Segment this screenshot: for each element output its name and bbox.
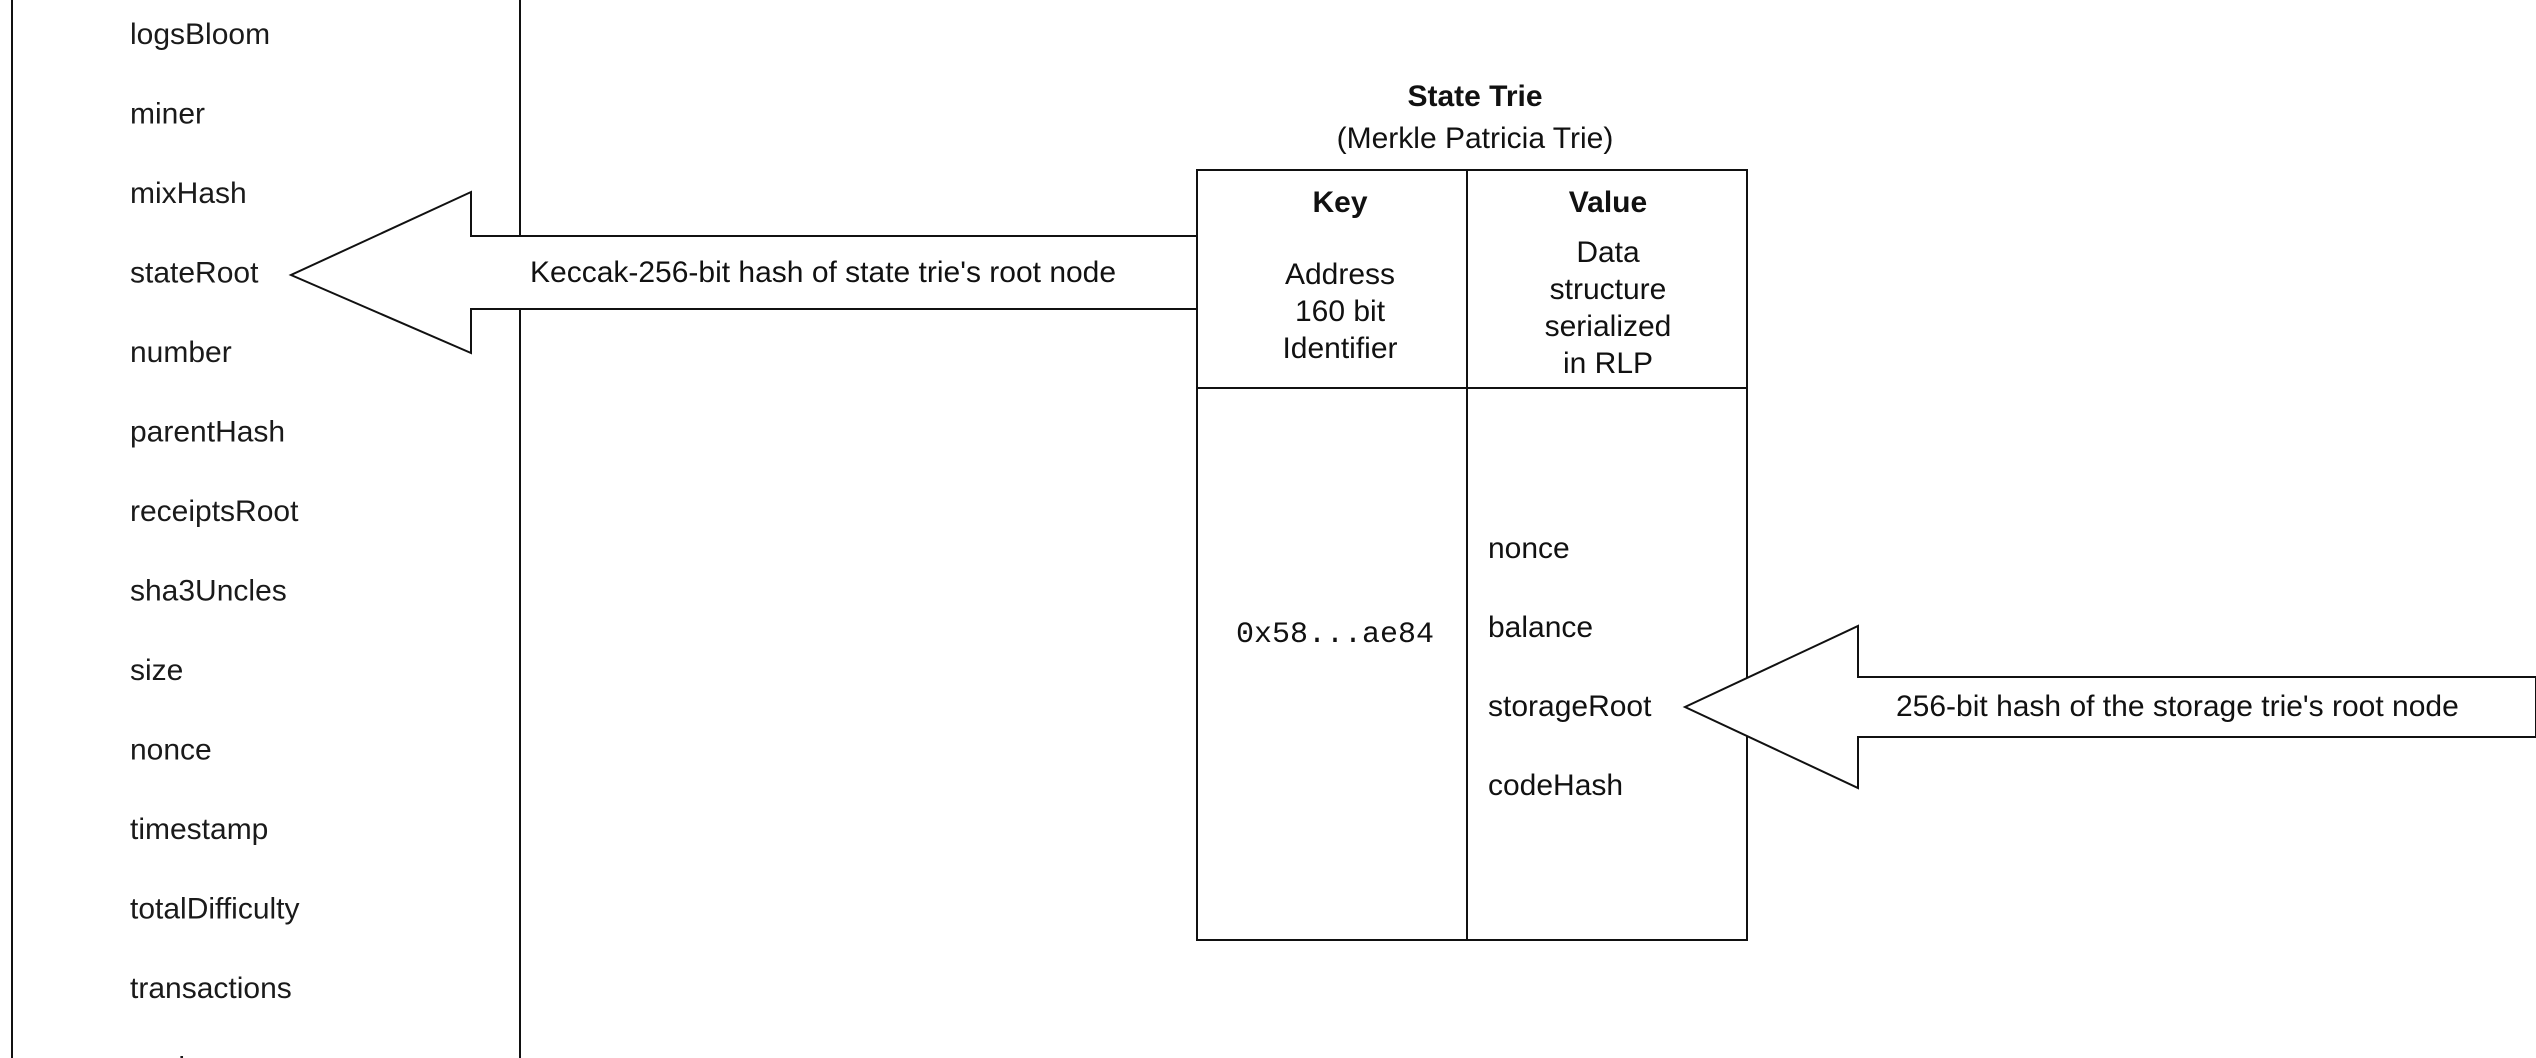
storage-root-arrow-label: 256-bit hash of the storage trie's root …: [1896, 690, 2459, 723]
value-description-line: in RLP: [1563, 347, 1653, 380]
block-field-uncles: uncles: [130, 1052, 217, 1058]
block-field-nonce: nonce: [130, 734, 212, 767]
value-column-header: Value: [1569, 186, 1647, 219]
state-root-arrow-shape: [288, 190, 1198, 355]
key-example-address: 0x58...ae84: [1236, 618, 1434, 652]
block-field-parenthash: parentHash: [130, 416, 285, 449]
block-field-number: number: [130, 336, 232, 369]
value-field-balance: balance: [1488, 611, 1593, 644]
value-description: Data structure serialized in RLP: [1545, 236, 1672, 380]
value-field-nonce: nonce: [1488, 532, 1570, 565]
block-field-totaldifficulty: totalDifficulty: [130, 893, 300, 926]
block-field-timestamp: timestamp: [130, 813, 268, 846]
state-trie-subtitle: (Merkle Patricia Trie): [1337, 122, 1614, 155]
value-description-line: structure: [1550, 273, 1667, 306]
key-description-line: 160 bit: [1295, 295, 1386, 328]
state-root-arrow-label: Keccak-256-bit hash of state trie's root…: [530, 256, 1116, 289]
storage-root-arrow-shape: [1682, 624, 2536, 790]
block-field-list: logsBloom miner mixHash stateRoot number pare…: [130, 18, 300, 1058]
value-description-line: serialized: [1545, 310, 1672, 343]
block-field-transactions: transactions: [130, 972, 292, 1005]
account-value-fields: nonce balance storageRoot codeHash: [1488, 532, 1652, 802]
state-trie-table-border: [1196, 169, 1748, 941]
block-field-receiptsroot: receiptsRoot: [130, 495, 299, 528]
key-description-line: Address: [1285, 258, 1395, 291]
block-field-logsbloom: logsBloom: [130, 18, 270, 51]
value-description-line: Data: [1576, 236, 1640, 269]
value-field-codehash: codeHash: [1488, 769, 1623, 802]
value-field-storageroot: storageRoot: [1488, 690, 1652, 723]
key-description-line: Identifier: [1282, 332, 1397, 365]
block-field-stateroot: stateRoot: [130, 257, 259, 290]
block-field-size: size: [130, 654, 183, 687]
storage-root-arrow: 256-bit hash of the storage trie's root …: [1682, 624, 2536, 790]
state-root-arrow: Keccak-256-bit hash of state trie's root…: [288, 190, 1198, 355]
block-field-mixhash: mixHash: [130, 177, 247, 210]
block-field-sha3uncles: sha3Uncles: [130, 575, 287, 608]
state-trie-title: State Trie: [1407, 80, 1542, 113]
block-field-miner: miner: [130, 98, 205, 131]
key-column-header: Key: [1312, 186, 1367, 219]
